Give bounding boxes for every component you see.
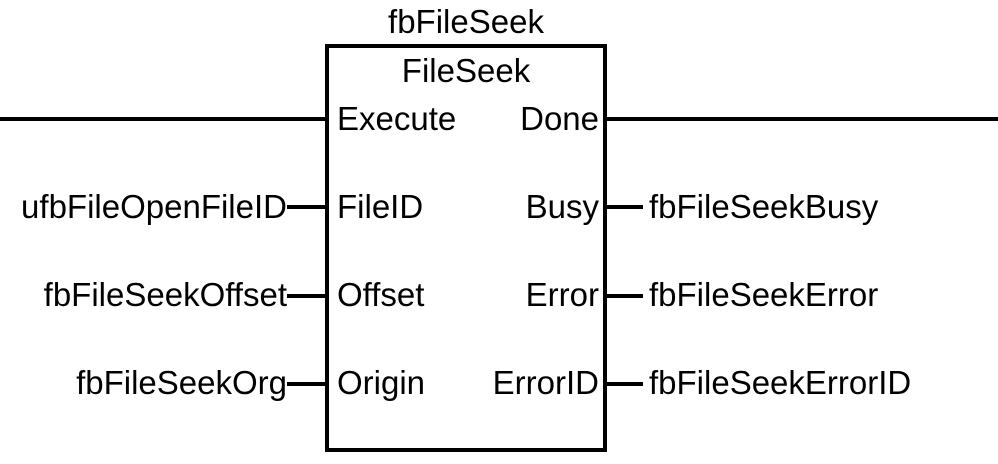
output-variable-busy: fbFileSeekBusy	[649, 188, 879, 225]
input-variable-fileid: ufbFileOpenFileID	[21, 188, 287, 225]
output-pin-done: Done	[520, 100, 599, 137]
errorid-output-wire	[605, 382, 643, 386]
output-pin-busy: Busy	[525, 188, 599, 225]
output-pin-errorid: ErrorID	[492, 364, 599, 401]
input-pin-origin: Origin	[337, 364, 426, 401]
block-type-name: FileSeek	[401, 52, 531, 89]
block-instance-name: fbFileSeek	[388, 3, 544, 40]
input-pin-offset: Offset	[337, 276, 425, 313]
done-output-wire	[605, 117, 998, 121]
fileid-input-wire	[287, 205, 327, 209]
offset-input-wire	[287, 294, 327, 298]
input-pin-fileid: FileID	[337, 188, 424, 225]
input-variable-offset: fbFileSeekOffset	[43, 276, 287, 313]
function-block-fileseek	[325, 44, 607, 452]
busy-output-wire	[605, 205, 643, 209]
output-variable-error: fbFileSeekError	[649, 276, 879, 313]
input-pin-execute: Execute	[337, 100, 457, 137]
execute-input-wire	[0, 117, 327, 121]
input-variable-origin: fbFileSeekOrg	[76, 364, 287, 401]
output-pin-error: Error	[525, 276, 599, 313]
output-variable-errorid: fbFileSeekErrorID	[649, 364, 912, 401]
origin-input-wire	[287, 382, 327, 386]
error-output-wire	[605, 294, 643, 298]
